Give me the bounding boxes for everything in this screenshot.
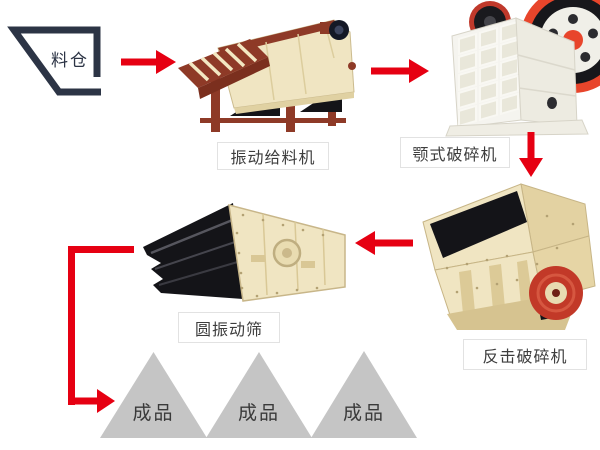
arrow-impact-to-screen-icon xyxy=(355,231,413,255)
impact-inlet xyxy=(430,191,527,258)
jaw-crusher-label: 颚式破碎机 xyxy=(400,137,510,168)
pile-triangle-icon xyxy=(206,352,312,438)
product-pile-label: 成品 xyxy=(237,403,280,424)
feeder-grizzly-bars xyxy=(188,42,258,82)
jaw-base xyxy=(445,119,589,137)
product-pile-3: 成品 xyxy=(311,351,417,438)
impact-wheel xyxy=(529,266,583,320)
hopper-outline-icon xyxy=(7,26,101,96)
feeder-brace xyxy=(200,118,346,123)
arrow-feeder-to-jaw-icon xyxy=(371,59,429,83)
arrow-hopper-to-feeder-icon xyxy=(121,50,176,74)
vibrating-screen-illustration xyxy=(143,203,346,302)
hopper-label: 料仓 xyxy=(51,51,89,70)
product-pile-label: 成品 xyxy=(132,403,175,424)
product-pile-2: 成品 xyxy=(206,352,312,438)
arrow-jaw-to-impact-icon xyxy=(519,132,543,177)
vibrating-feeder-illustration xyxy=(178,19,356,132)
hopper-shape: 料仓 xyxy=(7,24,108,98)
impact-crusher-illustration xyxy=(422,183,596,330)
connector-vertical-segment xyxy=(68,246,75,405)
product-pile-label: 成品 xyxy=(342,403,385,424)
feeder-label: 振动给料机 xyxy=(217,142,329,170)
jaw-grid xyxy=(458,20,519,128)
feeder-leg xyxy=(211,78,220,132)
impact-crusher-label: 反击破碎机 xyxy=(463,339,587,370)
pile-triangle-icon xyxy=(100,352,207,438)
arrow-screen-to-products-icon xyxy=(69,389,115,413)
product-pile-1: 成品 xyxy=(100,352,207,438)
screen-label: 圆振动筛 xyxy=(178,312,280,343)
jaw-crusher-illustration xyxy=(445,0,600,137)
connector-horizontal-segment xyxy=(68,246,134,253)
pile-triangle-icon xyxy=(311,351,417,438)
